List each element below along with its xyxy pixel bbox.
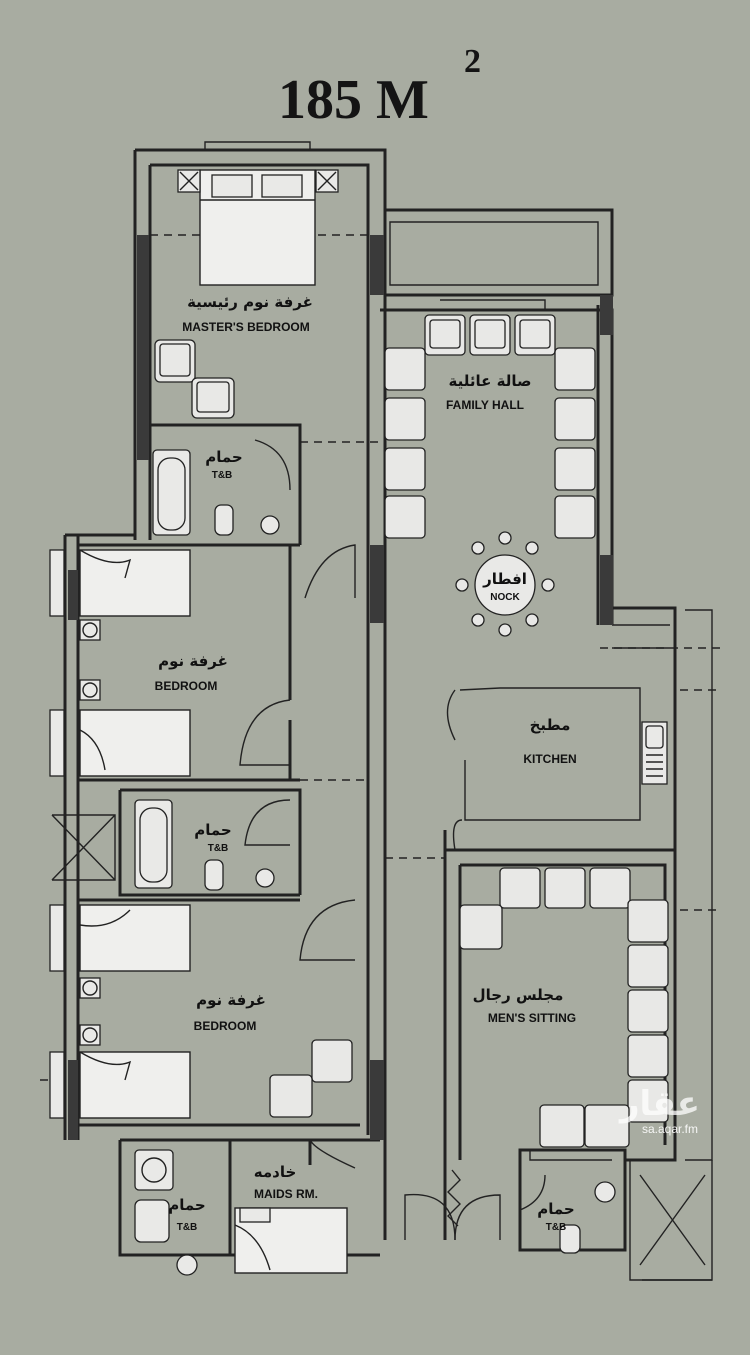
bedroom-1-beds [49, 549, 191, 777]
bath-2-fixtures [134, 799, 275, 891]
watermark-brand: عقار [618, 1084, 700, 1124]
mens-sitting-ar: مجلس رجال [473, 986, 564, 1004]
bedroom-2-en: BEDROOM [194, 1019, 257, 1033]
guest-bath-en: T&B [546, 1222, 567, 1233]
maids-bath-en: T&B [177, 1222, 198, 1233]
family-hall-en: FAMILY HALL [446, 398, 524, 412]
guest-bath-ar: حمام [537, 1200, 575, 1218]
maids-room-en: MAIDS RM. [254, 1187, 318, 1201]
bath-2-en: T&B [208, 843, 229, 854]
guest-bath-fixtures [559, 1181, 616, 1254]
bedroom-2-ar: غرفة نوم [196, 991, 266, 1009]
hatched-walls [68, 235, 613, 1140]
bedroom-2-beds [49, 904, 353, 1119]
dashed-lines [40, 234, 720, 1081]
maids-fixtures [134, 1149, 348, 1276]
plan-title: 185 M 2 [278, 43, 481, 131]
kitchen-ar: مطبخ [530, 716, 571, 734]
bedroom-1-ar: غرفة نوم [158, 652, 228, 670]
bedroom-1-en: BEDROOM [155, 679, 218, 693]
bath-1-ar: حمام [205, 448, 243, 466]
bath-1-en: T&B [212, 470, 233, 481]
master-bed [177, 169, 339, 286]
bath-2-ar: حمام [194, 821, 232, 839]
maids-room-ar: خادمه [254, 1163, 297, 1181]
area-label: 185 M [278, 69, 429, 131]
master-bedroom-en: MASTER'S BEDROOM [182, 320, 310, 334]
kitchen-sink [641, 721, 668, 785]
nook-en: NOCK [490, 592, 520, 603]
area-superscript: 2 [464, 43, 481, 80]
family-hall-sofas [384, 314, 596, 539]
doors [239, 439, 546, 1241]
mens-sitting-en: MEN'S SITTING [488, 1011, 576, 1025]
watermark-url: sa.aqar.fm [642, 1122, 698, 1136]
maids-bath-ar: حمام [168, 1196, 206, 1214]
watermark: عقار sa.aqar.fm [618, 1084, 700, 1136]
room-labels: غرفة نوم رئيسية MASTER'S BEDROOM صالة عا… [155, 293, 577, 1233]
kitchen-en: KITCHEN [523, 752, 576, 766]
mens-sitting-sofas [459, 867, 669, 1148]
nook-ar: افطار [482, 570, 527, 588]
family-hall-ar: صالة عائلية [449, 372, 532, 390]
master-bedroom-ar: غرفة نوم رئيسية [187, 293, 313, 311]
bath-1-fixtures [152, 449, 280, 536]
master-chairs [154, 339, 235, 419]
nook-table [455, 531, 555, 637]
